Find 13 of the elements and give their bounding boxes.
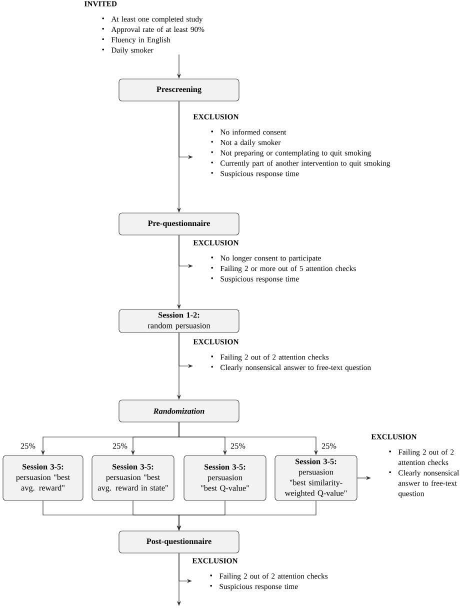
process-box: Session 3-5: persuasion "best similarity-weighted Q-value" bbox=[274, 455, 358, 501]
process-box: Prescreening bbox=[118, 78, 240, 102]
process-box: Session 3-5: persuasion "best avg. reward in state" bbox=[92, 455, 174, 501]
process-box: Post-questionnaire bbox=[118, 530, 240, 554]
edge-label: 25% bbox=[230, 442, 246, 450]
process-box: Pre-questionnaire bbox=[118, 212, 240, 236]
edge-label: 25% bbox=[20, 442, 36, 450]
process-box: Session 3-5: persuasion "best Q-value" bbox=[184, 455, 266, 501]
edge-label: 25% bbox=[112, 442, 128, 450]
edge-label: 25% bbox=[320, 442, 338, 450]
process-box: Session 3-5: persuasion "best avg. reward" bbox=[2, 455, 84, 501]
process-box: Randomization bbox=[118, 400, 240, 422]
process-box: Session 1-2: random persuasion bbox=[118, 309, 240, 333]
